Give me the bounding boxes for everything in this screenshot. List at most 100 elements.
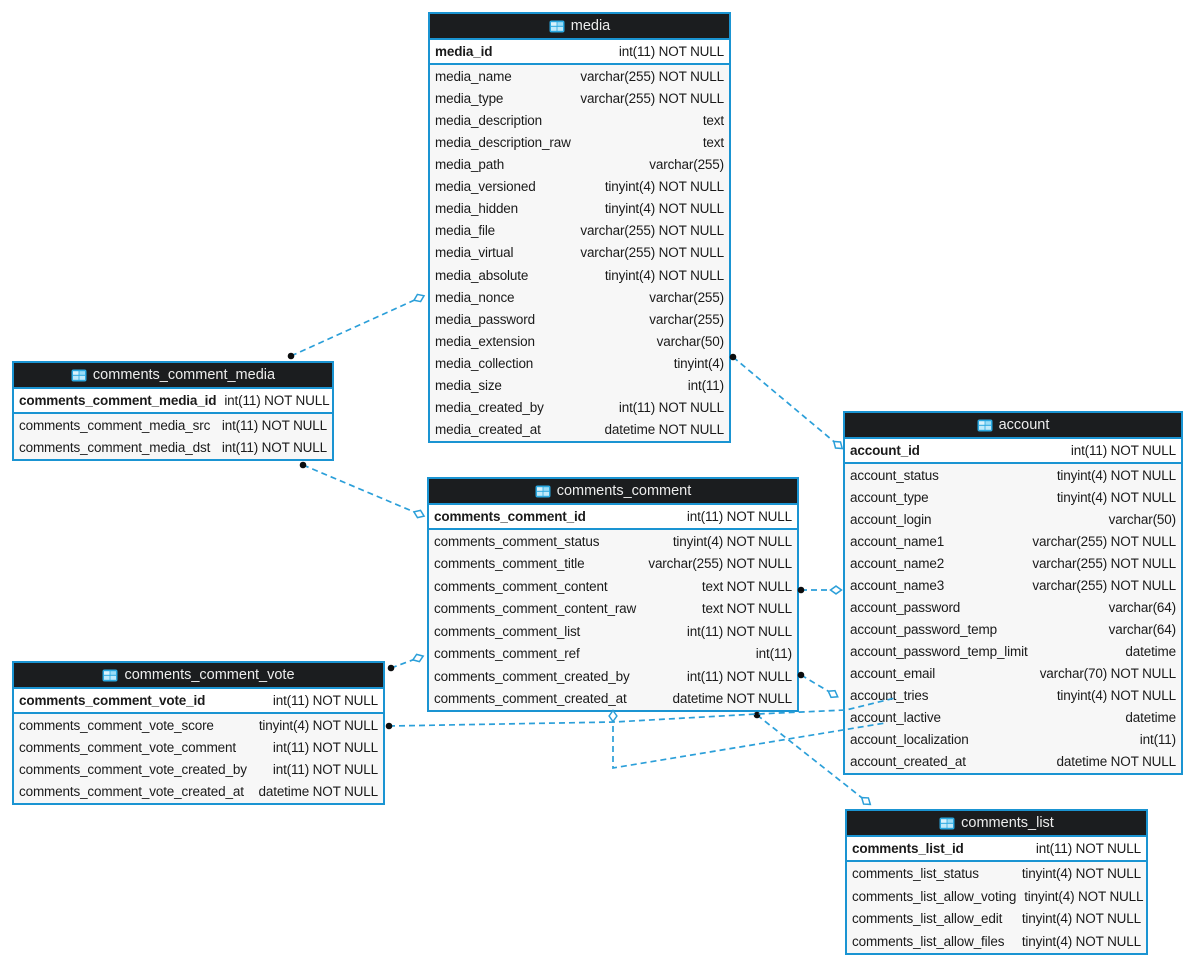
column-type: tinyint(4) NOT NULL	[258, 717, 378, 733]
column-type: varchar(255) NOT NULL	[580, 223, 724, 239]
column-type: tinyint(4) NOT NULL	[1021, 934, 1141, 950]
column-type: tinyint(4) NOT NULL	[1021, 911, 1141, 927]
column-type: datetime	[1125, 710, 1176, 726]
column-type: tinyint(4) NOT NULL	[604, 201, 724, 217]
relationship-line-comments_comment_vote-to-comments_comment[interactable]	[390, 657, 419, 669]
primary-key-name: comments_list_id	[852, 841, 964, 856]
primary-key-type: int(11) NOT NULL	[618, 44, 724, 59]
table-header-comments_comment_media[interactable]: comments_comment_media	[14, 363, 332, 389]
table-figure-comments_comment_media[interactable]: comments_comment_media comments_comment_m…	[12, 361, 334, 461]
column-name: media_file	[435, 223, 496, 239]
column-name: account_password_temp_limit	[850, 644, 1028, 660]
table-figure-comments_comment_vote[interactable]: comments_comment_vote comments_comment_vo…	[12, 661, 385, 805]
primary-key-type: int(11) NOT NULL	[1035, 841, 1141, 856]
column-name: account_password_temp	[850, 621, 997, 637]
table-figure-comments_list[interactable]: comments_list comments_list_id int(11) NOT…	[845, 809, 1148, 955]
column-name: account_name2	[850, 555, 945, 571]
column-type: varchar(255)	[649, 156, 724, 172]
column-type: tinyint(4) NOT NULL	[672, 533, 792, 549]
column-name: account_lactive	[850, 710, 941, 726]
relationship-line-comments_comment_media-to-media[interactable]	[290, 297, 420, 357]
table-title: comments_list	[961, 815, 1054, 831]
relationship-line-media-to-account[interactable]	[732, 356, 839, 446]
column-name: comments_list_allow_voting	[852, 888, 1017, 904]
column-row: account_lactive datetime	[845, 707, 1181, 729]
column-name: comments_list_status	[852, 865, 979, 881]
relationship-diamond-endpoint	[608, 709, 618, 723]
column-name: account_status	[850, 467, 939, 483]
column-type: varchar(255) NOT NULL	[648, 556, 792, 572]
column-name: account_login	[850, 511, 932, 527]
table-icon	[977, 419, 993, 432]
column-type: varchar(70) NOT NULL	[1039, 666, 1176, 682]
column-type: varchar(255) NOT NULL	[580, 245, 724, 261]
column-name: comments_comment_status	[434, 533, 600, 549]
column-type: datetime NOT NULL	[604, 422, 725, 438]
column-type: datetime NOT NULL	[1056, 754, 1177, 770]
column-type: tinyint(4) NOT NULL	[1021, 865, 1141, 881]
column-type: tinyint(4) NOT NULL	[604, 179, 724, 195]
relationship-diamond-endpoint	[412, 509, 426, 519]
column-name: media_hidden	[435, 201, 519, 217]
column-type: datetime NOT NULL	[258, 784, 379, 800]
table-title: media	[570, 18, 611, 34]
column-row: account_login varchar(50)	[845, 508, 1181, 530]
relationship-line-comments_comment_media-to-comments_comment[interactable]	[302, 464, 420, 515]
table-icon	[102, 669, 118, 682]
table-header-comments_comment[interactable]: comments_comment	[429, 479, 797, 505]
column-type: int(11) NOT NULL	[618, 400, 724, 416]
relationship-diamond-endpoint	[827, 689, 839, 699]
column-name: media_versioned	[435, 179, 536, 195]
column-name: account_name3	[850, 577, 945, 593]
primary-key-row: comments_list_id int(11) NOT NULL	[847, 837, 1146, 862]
column-type: varchar(50)	[1108, 511, 1177, 527]
table-title: comments_comment_vote	[124, 667, 295, 683]
primary-key-name: comments_comment_vote_id	[19, 693, 206, 708]
relationship-dot-endpoint	[753, 711, 761, 719]
column-name: media_absolute	[435, 267, 529, 283]
column-name: account_name1	[850, 533, 945, 549]
column-type: varchar(64)	[1108, 621, 1177, 637]
primary-key-name: comments_comment_id	[434, 509, 586, 524]
column-type: varchar(255) NOT NULL	[580, 90, 724, 106]
column-type: varchar(255)	[649, 311, 724, 327]
column-type: text	[702, 134, 724, 150]
column-row: media_file varchar(255) NOT NULL	[430, 220, 729, 242]
table-title: account	[998, 417, 1050, 433]
column-name: media_virtual	[435, 245, 514, 261]
column-type: varchar(64)	[1108, 599, 1177, 615]
table-header-comments_list[interactable]: comments_list	[847, 811, 1146, 837]
column-name: account_tries	[850, 688, 929, 704]
table-header-media[interactable]: media	[430, 14, 729, 40]
column-name: account_password	[850, 599, 961, 615]
column-row: media_virtual varchar(255) NOT NULL	[430, 242, 729, 264]
column-type: int(11)	[1139, 732, 1176, 748]
table-header-comments_comment_vote[interactable]: comments_comment_vote	[14, 663, 383, 689]
column-name: media_type	[435, 90, 504, 106]
column-type: datetime	[1125, 644, 1176, 660]
relationship-line-comments_comment-to-account[interactable]	[800, 674, 834, 695]
column-type: varchar(255) NOT NULL	[580, 68, 724, 84]
table-icon	[535, 485, 551, 498]
table-header-account[interactable]: account	[845, 413, 1181, 439]
